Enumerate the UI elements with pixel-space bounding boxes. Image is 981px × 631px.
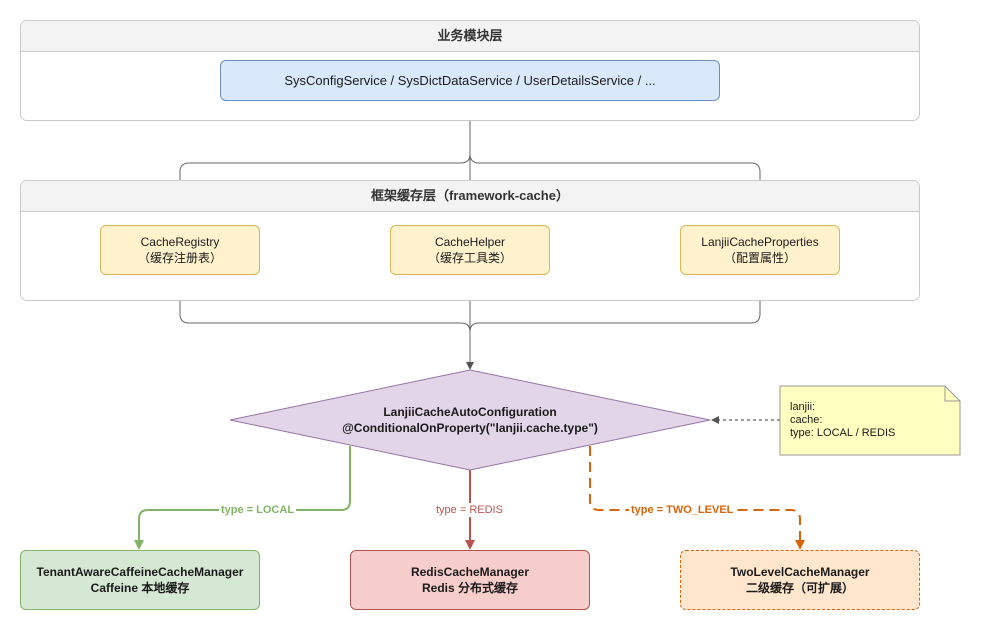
cache-registry-box[interactable]: CacheRegistry （缓存注册表） bbox=[100, 225, 260, 275]
two-level-branch-label: type = TWO_LEVEL bbox=[629, 503, 736, 517]
cache-properties-name: LanjiiCacheProperties bbox=[701, 235, 819, 249]
cache-helper-name: CacheHelper bbox=[434, 235, 506, 249]
cache-helper-box[interactable]: CacheHelper （缓存工具类） bbox=[390, 225, 550, 275]
business-services-label: SysConfigService / SysDictDataService / … bbox=[284, 72, 656, 88]
business-layer-title: 业务模块层 bbox=[21, 21, 919, 52]
business-layer: 业务模块层 bbox=[20, 20, 920, 121]
redis-manager-desc: Redis 分布式缓存 bbox=[421, 581, 518, 595]
caffeine-manager-name: TenantAwareCaffeineCacheManager bbox=[36, 565, 244, 579]
two-level-manager-box[interactable]: TwoLevelCacheManager 二级缓存（可扩展） bbox=[680, 550, 920, 610]
auto-config-label[interactable]: LanjiiCacheAutoConfiguration @Conditiona… bbox=[300, 404, 640, 436]
config-note-line-1: lanjii: bbox=[790, 401, 816, 413]
cache-registry-desc: （缓存注册表） bbox=[137, 251, 222, 265]
two-level-branch-line bbox=[589, 446, 805, 550]
config-note: lanjii: cache: type: LOCAL / REDIS bbox=[790, 401, 955, 440]
config-note-line-3: type: LOCAL / REDIS bbox=[790, 427, 896, 439]
caffeine-manager-desc: Caffeine 本地缓存 bbox=[90, 581, 190, 595]
redis-manager-box[interactable]: RedisCacheManager Redis 分布式缓存 bbox=[350, 550, 590, 610]
cache-registry-name: CacheRegistry bbox=[140, 235, 220, 249]
config-note-line-2: cache: bbox=[790, 414, 823, 426]
business-services-box[interactable]: SysConfigService / SysDictDataService / … bbox=[220, 60, 720, 101]
config-note-shape bbox=[779, 385, 961, 456]
redis-branch-label: type = REDIS bbox=[434, 503, 505, 517]
two-level-manager-desc: 二级缓存（可扩展） bbox=[745, 581, 854, 595]
local-branch-line bbox=[134, 446, 351, 550]
cache-helper-desc: （缓存工具类） bbox=[427, 251, 512, 265]
auto-config-condition: @ConditionalOnProperty("lanjii.cache.typ… bbox=[342, 421, 598, 435]
two-level-manager-name: TwoLevelCacheManager bbox=[730, 565, 870, 579]
caffeine-manager-box[interactable]: TenantAwareCaffeineCacheManager Caffeine… bbox=[20, 550, 260, 610]
framework-layer-title: 框架缓存层（framework-cache） bbox=[21, 181, 919, 212]
cache-properties-box[interactable]: LanjiiCacheProperties （配置属性） bbox=[680, 225, 840, 275]
cache-properties-desc: （配置属性） bbox=[723, 251, 796, 265]
auto-config-name: LanjiiCacheAutoConfiguration bbox=[383, 405, 557, 419]
redis-manager-name: RedisCacheManager bbox=[410, 565, 530, 579]
local-branch-label: type = LOCAL bbox=[219, 503, 297, 517]
